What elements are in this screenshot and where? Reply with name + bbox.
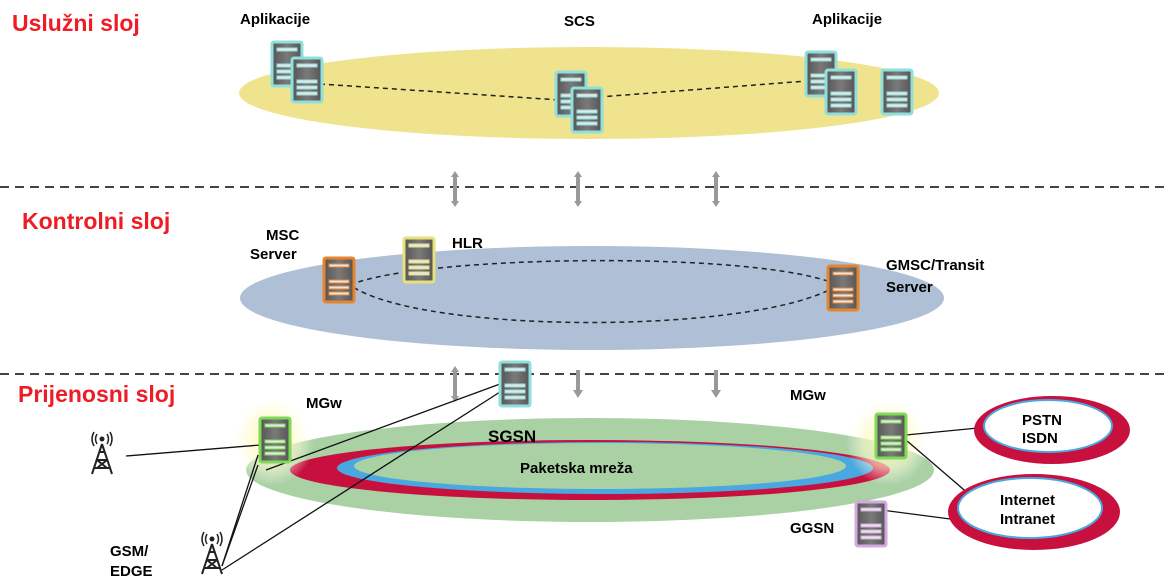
ggsn-server [854, 500, 888, 548]
ggsn-label: GGSN [790, 520, 834, 537]
sgsn-server [498, 360, 532, 408]
arrow-service-control-2 [574, 171, 582, 207]
service-links [319, 79, 821, 101]
pstn-isdn-cloud [974, 396, 1130, 464]
edge-label: EDGE [110, 563, 153, 580]
intranet-label: Intranet [1000, 511, 1055, 528]
internet-label: Internet [1000, 492, 1055, 509]
gmsc-label-line1: GMSC/Transit [886, 257, 984, 274]
gsm-label: GSM/ [110, 543, 149, 560]
msc-label-line2: Server [250, 246, 297, 263]
arrow-service-control-1 [451, 171, 459, 207]
radio-antenna-icon-2 [201, 531, 223, 575]
gmsc-label-line2: Server [886, 279, 933, 296]
mgw-right-server [874, 412, 908, 460]
isdn-label: ISDN [1022, 430, 1058, 447]
msc-label-line1: MSC [266, 227, 300, 244]
control-layer-title: Kontrolni sloj [22, 208, 170, 234]
arrow-control-transport-1 [451, 366, 459, 402]
gmsc-server [826, 264, 860, 312]
mgw-left-label: MGw [306, 395, 342, 412]
msc-server [322, 256, 356, 304]
packet-network-label: Paketska mreža [520, 460, 633, 477]
pstn-label: PSTN [1022, 412, 1062, 429]
mgw-right-label: MGw [790, 387, 826, 404]
app-left-label: Aplikacije [240, 11, 310, 28]
transport-layer-title: Prijenosni sloj [18, 381, 175, 407]
hlr-server [402, 236, 436, 284]
radio-antenna-icon-1 [91, 431, 113, 475]
hlr-label: HLR [452, 235, 483, 252]
arrow-service-control-3 [712, 171, 720, 207]
service-layer-title: Uslužni sloj [12, 10, 140, 36]
packet-network-core [354, 443, 846, 489]
scs-label: SCS [564, 13, 595, 30]
app-right-label: Aplikacije [812, 11, 882, 28]
internet-intranet-cloud [948, 474, 1120, 550]
mgw-left-server [258, 416, 292, 464]
sgsn-label: SGSN [488, 427, 536, 446]
